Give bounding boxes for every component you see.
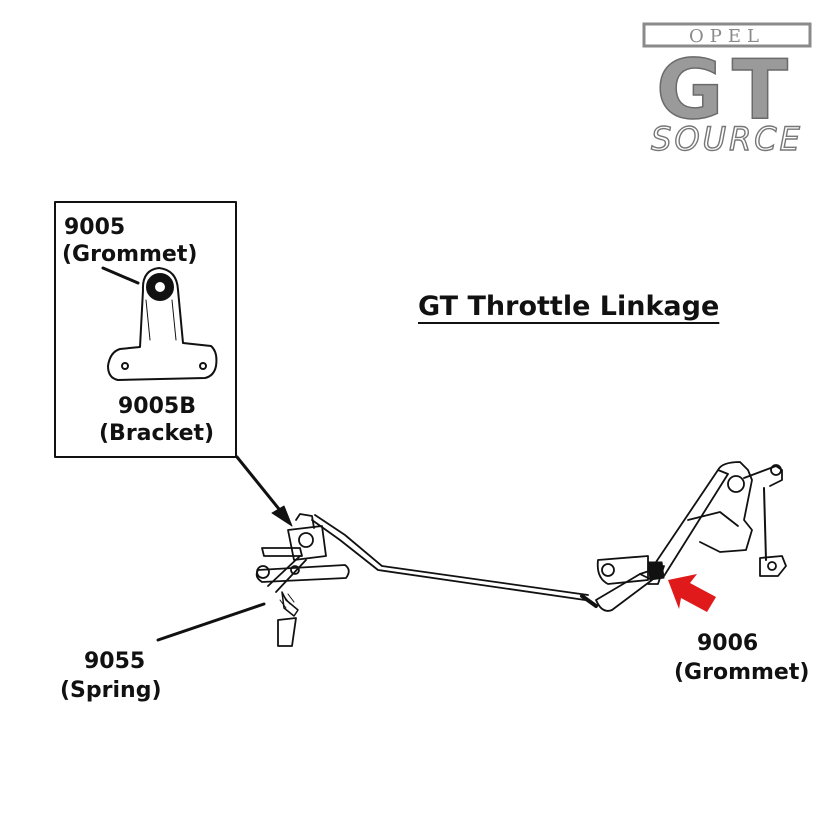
opel-gt-source-logo: OPEL GT SOURCE: [642, 22, 812, 158]
label-9006-name: (Grommet): [674, 660, 810, 685]
logo-model-text: GT: [656, 43, 798, 138]
label-9005b-number: 9005B: [118, 394, 196, 419]
grommet-9005-drawing: [146, 273, 174, 301]
left-linkage-mechanism: [255, 513, 350, 647]
label-9005-number: 9005: [64, 215, 126, 240]
label-9006-number: 9006: [697, 631, 759, 656]
logo-brand-text: OPEL: [689, 26, 765, 47]
label-9005b-name: (Bracket): [99, 421, 215, 446]
bracket-9005b-drawing: [107, 267, 218, 381]
inset-leader-arrowhead: [271, 505, 293, 527]
label-9005-name: (Grommet): [62, 242, 198, 267]
right-linkage-mechanism: [595, 461, 787, 612]
inset-leader: [235, 455, 285, 516]
label-9055-number: 9055: [84, 649, 146, 674]
throttle-rod: [311, 514, 598, 608]
diagram-title: GT Throttle Linkage: [418, 291, 720, 322]
red-arrow-9006: [668, 574, 716, 612]
spring-9055-leader: [156, 602, 266, 642]
grommet-9005-leader: [101, 266, 140, 285]
logo-source-text: SOURCE: [651, 120, 803, 158]
label-9055-name: (Spring): [60, 678, 162, 703]
inset-box: [54, 201, 237, 458]
